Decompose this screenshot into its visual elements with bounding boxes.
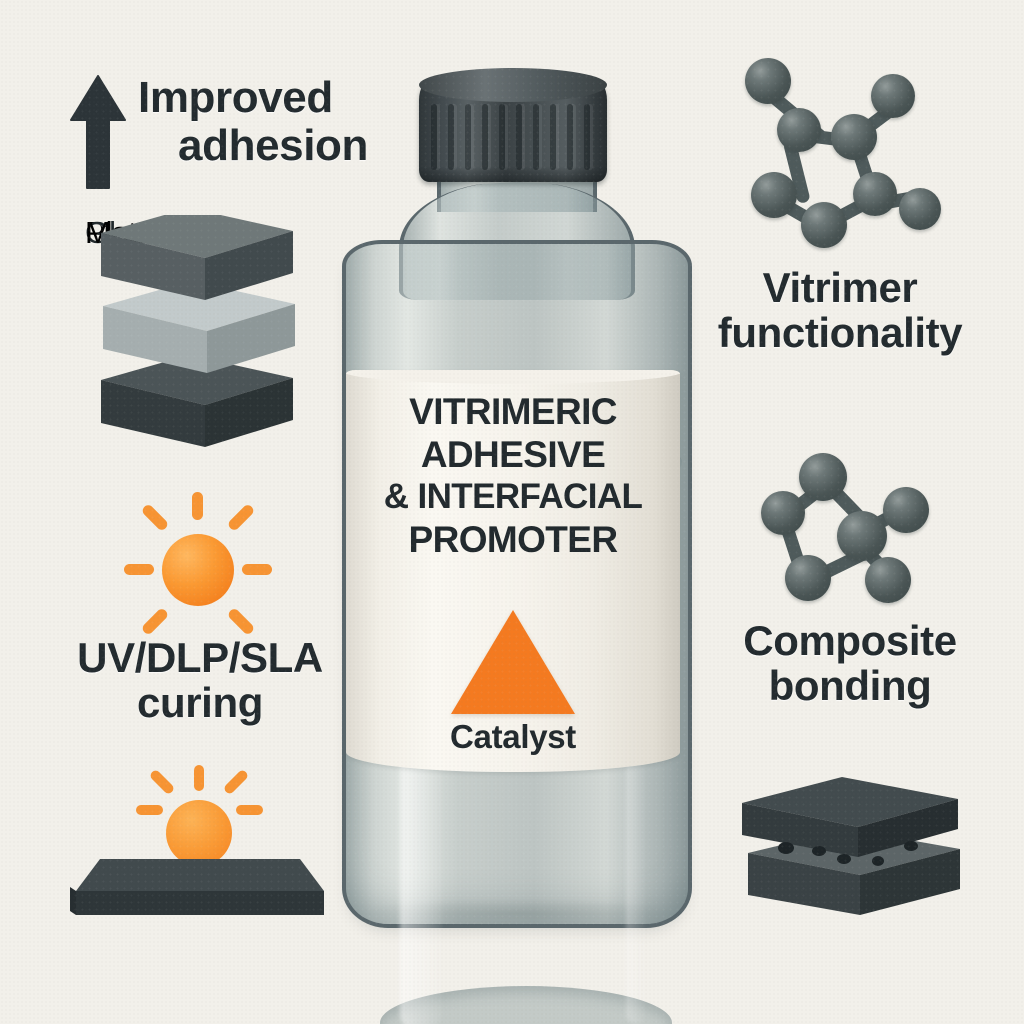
callout-line-2: adhesion [178, 120, 368, 170]
cap-rib [431, 104, 437, 170]
sun-core [162, 534, 234, 606]
label-top-curve [346, 370, 680, 384]
callout-vitrimer-functionality-label: Vitrimer functionality [665, 265, 1015, 356]
callout-uv-curing-label: UV/DLP/SLA curing [60, 635, 340, 726]
callout-line-1: Composite [743, 617, 957, 664]
cap-rib [550, 104, 556, 170]
molecule-atom [831, 114, 877, 160]
callout-improved-adhesion-label: Improved adhesion [138, 74, 368, 169]
cap-rib [533, 104, 539, 170]
product-label: VITRIMERIC ADHESIVE & INTERFACIAL PROMOT… [346, 370, 680, 772]
sun-ray [140, 503, 170, 532]
substrate-stack: Plastic Glass Metal [85, 215, 310, 455]
molecule-atom [871, 74, 915, 118]
callout-line-2: bonding [768, 662, 932, 710]
cap-shadow [419, 166, 607, 182]
sun-ray [124, 564, 154, 575]
sun-ray [136, 805, 163, 815]
callout-composite-bonding-label: Composite bonding [690, 618, 1010, 709]
molecule-atom [837, 511, 887, 561]
cap-rib [584, 104, 590, 170]
callout-line-2: functionality [717, 309, 963, 357]
molecule-atom [777, 108, 821, 152]
molecule-atom [853, 172, 897, 216]
build-platform [70, 755, 330, 930]
substrate-block-metal: Metal [85, 215, 310, 455]
molecule-pentagon-icon [725, 50, 955, 250]
label-line-3: & INTERFACIAL [383, 476, 643, 516]
sun-ray [192, 492, 203, 520]
bottle-cap-icon[interactable] [419, 68, 607, 182]
molecule-atom [761, 491, 805, 535]
callout-line-1: UV/DLP/SLA [77, 634, 323, 681]
molecule-atom [899, 188, 941, 230]
up-arrow-icon [70, 75, 126, 189]
label-line-1: VITRIMERIC [409, 391, 617, 432]
triangle-icon [451, 610, 575, 714]
label-line-2: ADHESIVE [420, 434, 606, 476]
cap-rib [516, 104, 522, 170]
molecule-atom [883, 487, 929, 533]
cap-rib [499, 104, 505, 170]
cap-rib [465, 104, 471, 170]
sun-icon [118, 490, 278, 640]
label-line-4: PROMOTER [408, 518, 619, 560]
sun-ray [236, 805, 263, 815]
cap-rib [482, 104, 488, 170]
sun-ray [242, 564, 272, 575]
sun-ray [226, 503, 256, 532]
molecule-atom [801, 202, 847, 248]
sun-ray [194, 765, 204, 791]
composite-joint [730, 755, 975, 930]
molecule-atom [865, 557, 911, 603]
molecule-atom [745, 58, 791, 104]
adhesive-bottle[interactable]: VITRIMERIC ADHESIVE & INTERFACIAL PROMOT… [333, 68, 693, 1024]
cap-rib [567, 104, 573, 170]
product-label-text: VITRIMERIC ADHESIVE & INTERFACIAL PROMOT… [346, 390, 680, 561]
molecule-atom [799, 453, 847, 501]
platform-slab [70, 859, 324, 915]
sun-ray [226, 607, 256, 636]
callout-line-1: Improved [138, 73, 333, 122]
cap-top-face [419, 68, 607, 102]
catalyst-caption: Catalyst [450, 718, 576, 755]
molecule-atom [751, 172, 797, 218]
cap-rib [448, 104, 454, 170]
molecule-atom [785, 555, 831, 601]
callout-line-1: Vitrimer [762, 264, 918, 311]
platform-sun-core [166, 800, 232, 866]
callout-line-2: curing [137, 679, 263, 727]
molecule-ring-icon [755, 445, 955, 620]
sun-ray [140, 607, 170, 636]
